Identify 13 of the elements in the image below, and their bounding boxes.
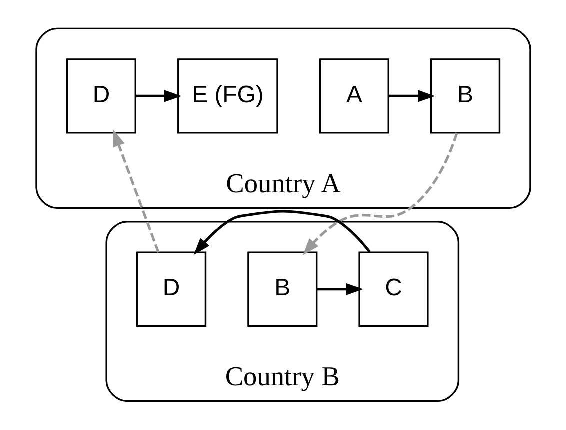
node-box: D <box>66 58 136 134</box>
node-box: B <box>430 58 500 134</box>
arrow <box>136 90 182 102</box>
arrow <box>302 132 458 256</box>
node-box: B <box>247 252 318 327</box>
arrow <box>316 283 363 296</box>
node-box: D <box>136 252 206 327</box>
node-box: E (FG) <box>177 58 278 134</box>
arrow <box>112 130 160 254</box>
arrow <box>193 210 370 256</box>
node-box: A <box>318 58 389 134</box>
node-box: C <box>358 252 428 327</box>
arrow <box>388 90 435 102</box>
